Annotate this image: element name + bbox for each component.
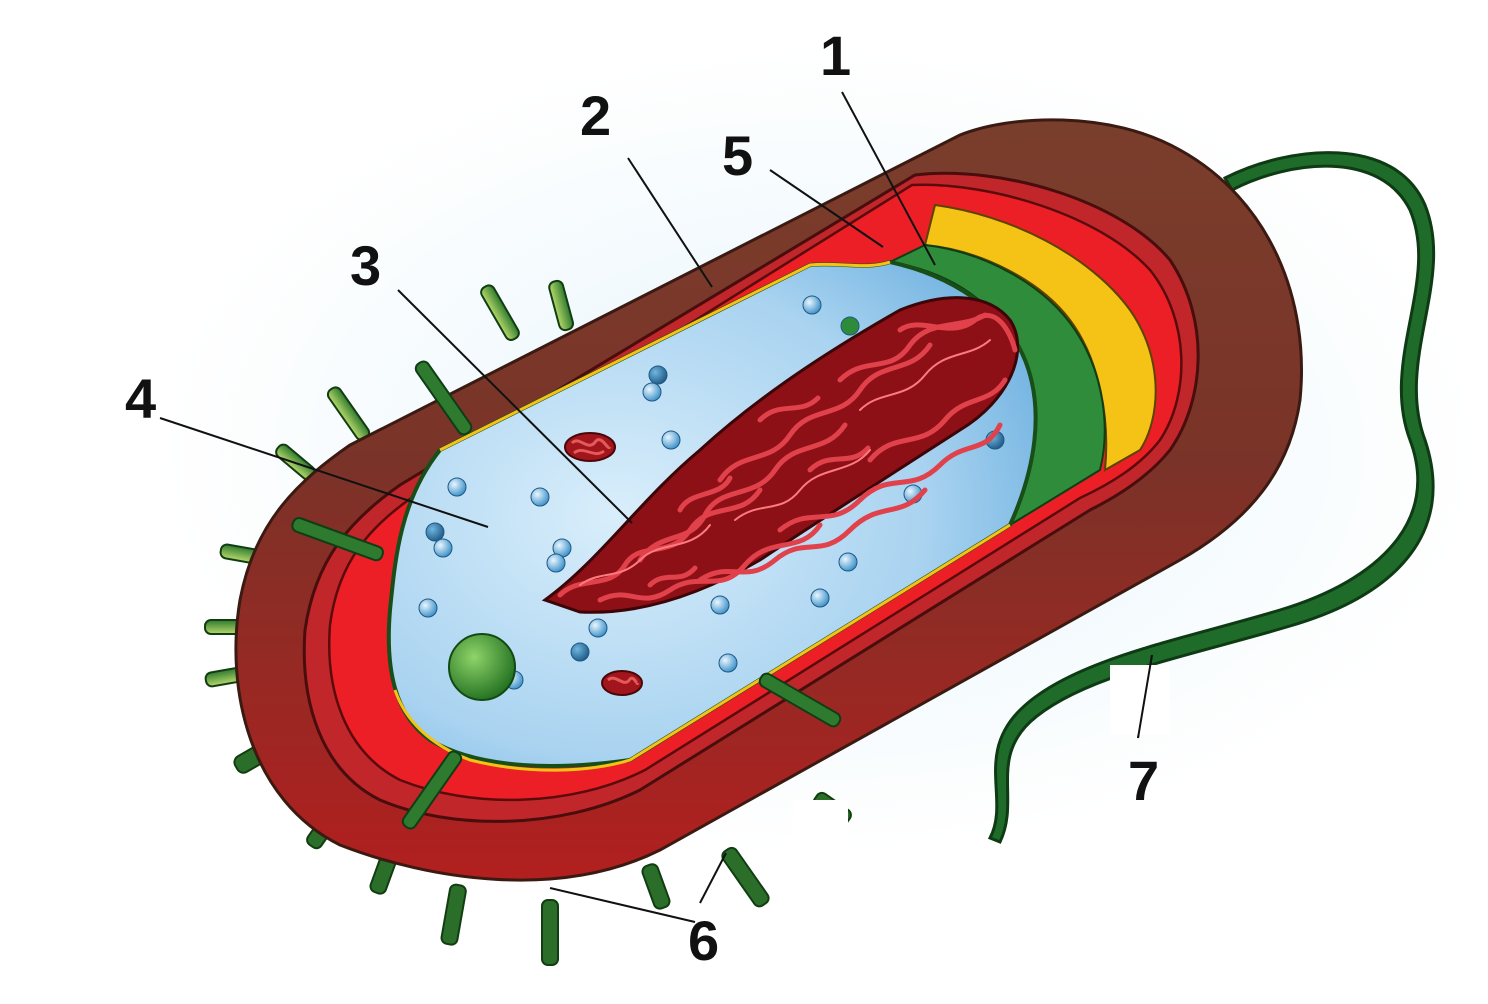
periplasm bbox=[923, 203, 1157, 472]
ribosome-dot-icon bbox=[802, 295, 822, 315]
plasmid-icon bbox=[564, 432, 616, 462]
callout-line-1 bbox=[841, 91, 936, 266]
pilus bbox=[721, 846, 770, 908]
ribosome-dot-icon bbox=[418, 598, 438, 618]
inclusion-body-icon bbox=[448, 633, 516, 701]
callout-line-6a bbox=[549, 887, 696, 923]
ribosome-dot-icon bbox=[648, 365, 668, 385]
pilus bbox=[440, 883, 467, 946]
nucleoid-mass bbox=[541, 296, 1020, 614]
ribosome-dot-icon bbox=[840, 316, 860, 336]
ribosome-dot-icon bbox=[433, 538, 453, 558]
flagellum bbox=[987, 151, 1436, 844]
pilus-root bbox=[401, 750, 463, 830]
ribosome-dot-icon bbox=[661, 430, 681, 450]
inner-membrane-edge-bottom bbox=[393, 523, 1011, 772]
pilus bbox=[548, 279, 575, 332]
label-mask bbox=[793, 800, 848, 860]
ribosome-dot-icon bbox=[530, 487, 550, 507]
ribosome-dot-icon bbox=[570, 642, 590, 662]
pilus bbox=[480, 284, 520, 341]
callout-7: 7 bbox=[1128, 749, 1159, 812]
ribosome-dot-icon bbox=[718, 653, 738, 673]
inner-membrane-edge bbox=[439, 260, 891, 452]
pilus-root bbox=[291, 517, 384, 562]
pilus-root bbox=[414, 360, 473, 436]
callout-line-6b bbox=[699, 852, 727, 904]
pilus-root bbox=[758, 672, 842, 728]
callout-line-5 bbox=[769, 169, 884, 248]
ribosome-dot-icon bbox=[838, 552, 858, 572]
dna-tangle-icon bbox=[541, 296, 1020, 614]
callout-1: 1 bbox=[820, 24, 851, 87]
ribosome-dot-icon bbox=[642, 382, 662, 402]
pilus bbox=[641, 863, 671, 910]
callout-3: 3 bbox=[350, 234, 381, 297]
ribosome-dot-icon bbox=[710, 595, 730, 615]
plasmid-icon bbox=[601, 670, 643, 696]
callout-2: 2 bbox=[580, 84, 611, 147]
callout-5: 5 bbox=[722, 124, 753, 187]
transmembrane-pili bbox=[291, 360, 842, 830]
ribosome-dot-icon bbox=[810, 588, 830, 608]
ribosome-dot-icon bbox=[546, 553, 566, 573]
callout-lines bbox=[159, 91, 1153, 923]
ribosome-dot-icon bbox=[447, 477, 467, 497]
callout-line-3 bbox=[397, 289, 633, 524]
pilus bbox=[541, 899, 559, 966]
callout-line-2 bbox=[627, 157, 713, 288]
ribosome-dot-icon bbox=[425, 522, 445, 542]
callout-6: 6 bbox=[688, 909, 719, 972]
callout-line-7 bbox=[1137, 654, 1153, 739]
callout-4: 4 bbox=[125, 367, 156, 430]
callout-line-4 bbox=[159, 417, 489, 528]
ribosome-dot-icon bbox=[588, 618, 608, 638]
